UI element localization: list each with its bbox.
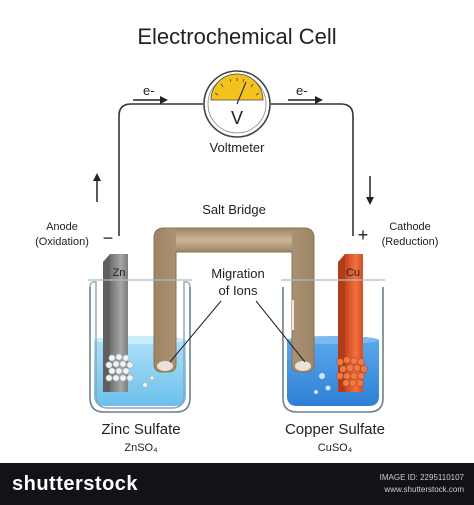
svg-text:e-: e- — [296, 83, 308, 98]
solution-bubbles — [314, 373, 331, 394]
down-arrow — [366, 176, 374, 205]
cathode-label: Cathode — [389, 221, 431, 233]
zinc-ion-particles — [105, 353, 155, 388]
anode-subtitle: (Oxidation) — [35, 236, 89, 248]
cathode-subtitle: (Reduction) — [382, 236, 439, 248]
right-beaker — [281, 279, 385, 413]
voltmeter-symbol: V — [231, 108, 243, 128]
copper-sulfate-label: Copper Sulfate — [285, 421, 385, 438]
copper-electrode-label: Cu — [346, 267, 360, 279]
zinc-sulfate-formula: ZnSO₄ — [124, 442, 158, 454]
svg-text:e-: e- — [143, 83, 155, 98]
footer-brand: shutterstock — [12, 473, 139, 495]
footer-image-id: IMAGE ID: 2295110107 — [379, 473, 464, 482]
copper-sulfate-formula: CuSO₄ — [318, 442, 353, 454]
copper-ion-particles — [336, 356, 368, 387]
external-wire — [118, 103, 354, 236]
left-beaker — [88, 279, 192, 413]
salt-bridge-label: Salt Bridge — [202, 202, 266, 217]
voltmeter-needle — [236, 81, 247, 105]
electron-arrow-left: e- — [133, 83, 168, 104]
voltmeter-scale-ticks — [214, 78, 260, 96]
footer-meta: IMAGE ID: 2295110107 www.shutterstock.co… — [380, 472, 464, 496]
footer-bar: shutterstock IMAGE ID: 2295110107 www.sh… — [0, 463, 474, 505]
voltmeter-dial — [210, 73, 264, 101]
voltmeter-label: Voltmeter — [210, 140, 266, 155]
diagram-canvas: Electrochemical Cell e- e- V Voltmeter — [35, 24, 439, 454]
electron-arrow-right: e- — [288, 83, 323, 104]
footer-site: www.shutterstock.com — [384, 485, 464, 494]
migration-label-line2: of Ions — [218, 283, 258, 298]
migration-label: Migration — [211, 266, 264, 281]
salt-bridge — [153, 227, 315, 373]
voltmeter: V — [203, 70, 271, 138]
anode-sign: − — [103, 228, 114, 248]
diagram-title: Electrochemical Cell — [137, 24, 336, 49]
migration-pointer-lines — [169, 300, 306, 363]
zinc-sulfate-label: Zinc Sulfate — [101, 421, 180, 438]
zinc-electrode-label: Zn — [113, 267, 126, 279]
anode-label: Anode — [46, 221, 78, 233]
cathode-sign: + — [358, 225, 369, 245]
up-arrow — [93, 173, 101, 202]
